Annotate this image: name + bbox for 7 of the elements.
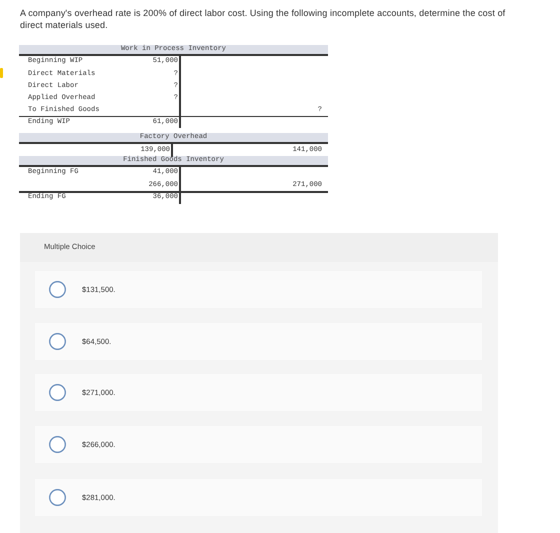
answer-option: [35, 374, 482, 411]
answer-option: [35, 271, 482, 308]
answer-option: [35, 426, 482, 463]
answer-option: [35, 323, 482, 360]
question-text: A company's overhead rate is 200% of direct labor cost. Using the following incomplete accounts, determine the cost of direct materials used.: [20, 7, 506, 31]
question-panel: [20, 233, 498, 533]
answer-option: [35, 479, 482, 516]
